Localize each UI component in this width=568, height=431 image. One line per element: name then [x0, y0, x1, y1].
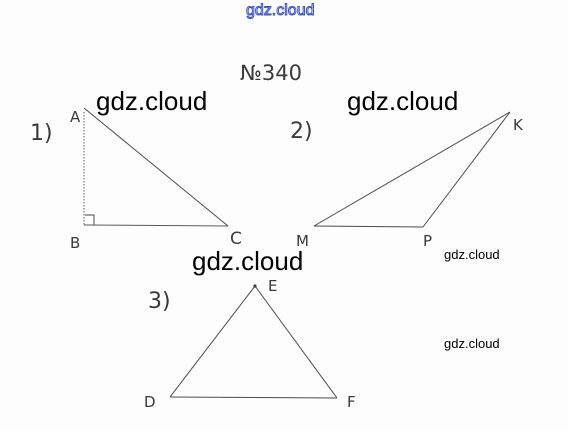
side-mk: [313, 111, 511, 227]
side-pk: [422, 111, 511, 228]
right-angle-mark: [85, 214, 95, 225]
side-ef: [254, 285, 338, 399]
vertex-label-b: B: [70, 234, 80, 252]
side-df: [169, 396, 338, 399]
vertex-label-d: D: [144, 393, 156, 411]
vertex-point-e: [253, 284, 257, 288]
watermark-5: gdz.cloud: [444, 336, 500, 351]
side-ed: [169, 285, 256, 398]
figure-3: 3) E D F: [144, 277, 356, 411]
watermark-4: gdz.cloud: [444, 247, 500, 262]
vertex-label-c: C: [230, 229, 242, 249]
vertex-label-k: K: [513, 116, 524, 134]
figure-1: 1) A B C: [30, 107, 242, 252]
vertex-label-p: P: [423, 232, 432, 250]
side-ac: [83, 107, 229, 227]
watermark-top: gdz.cloud: [246, 2, 315, 20]
vertex-label-f: F: [347, 393, 356, 411]
figure-2-label: 2): [290, 119, 313, 144]
side-mp: [313, 225, 424, 228]
watermark-1: gdz.cloud: [96, 86, 208, 116]
watermark-3: gdz.cloud: [192, 246, 304, 276]
vertex-label-e: E: [268, 277, 277, 295]
figure-3-label: 3): [148, 289, 171, 314]
figure-2: 2) M P K: [290, 111, 524, 250]
vertex-label-m: M: [296, 232, 309, 250]
side-bc: [83, 224, 229, 227]
figure-1-label: 1): [30, 121, 53, 146]
vertex-label-a: A: [70, 108, 81, 126]
watermark-2: gdz.cloud: [347, 86, 459, 116]
problem-number: №340: [240, 61, 302, 85]
